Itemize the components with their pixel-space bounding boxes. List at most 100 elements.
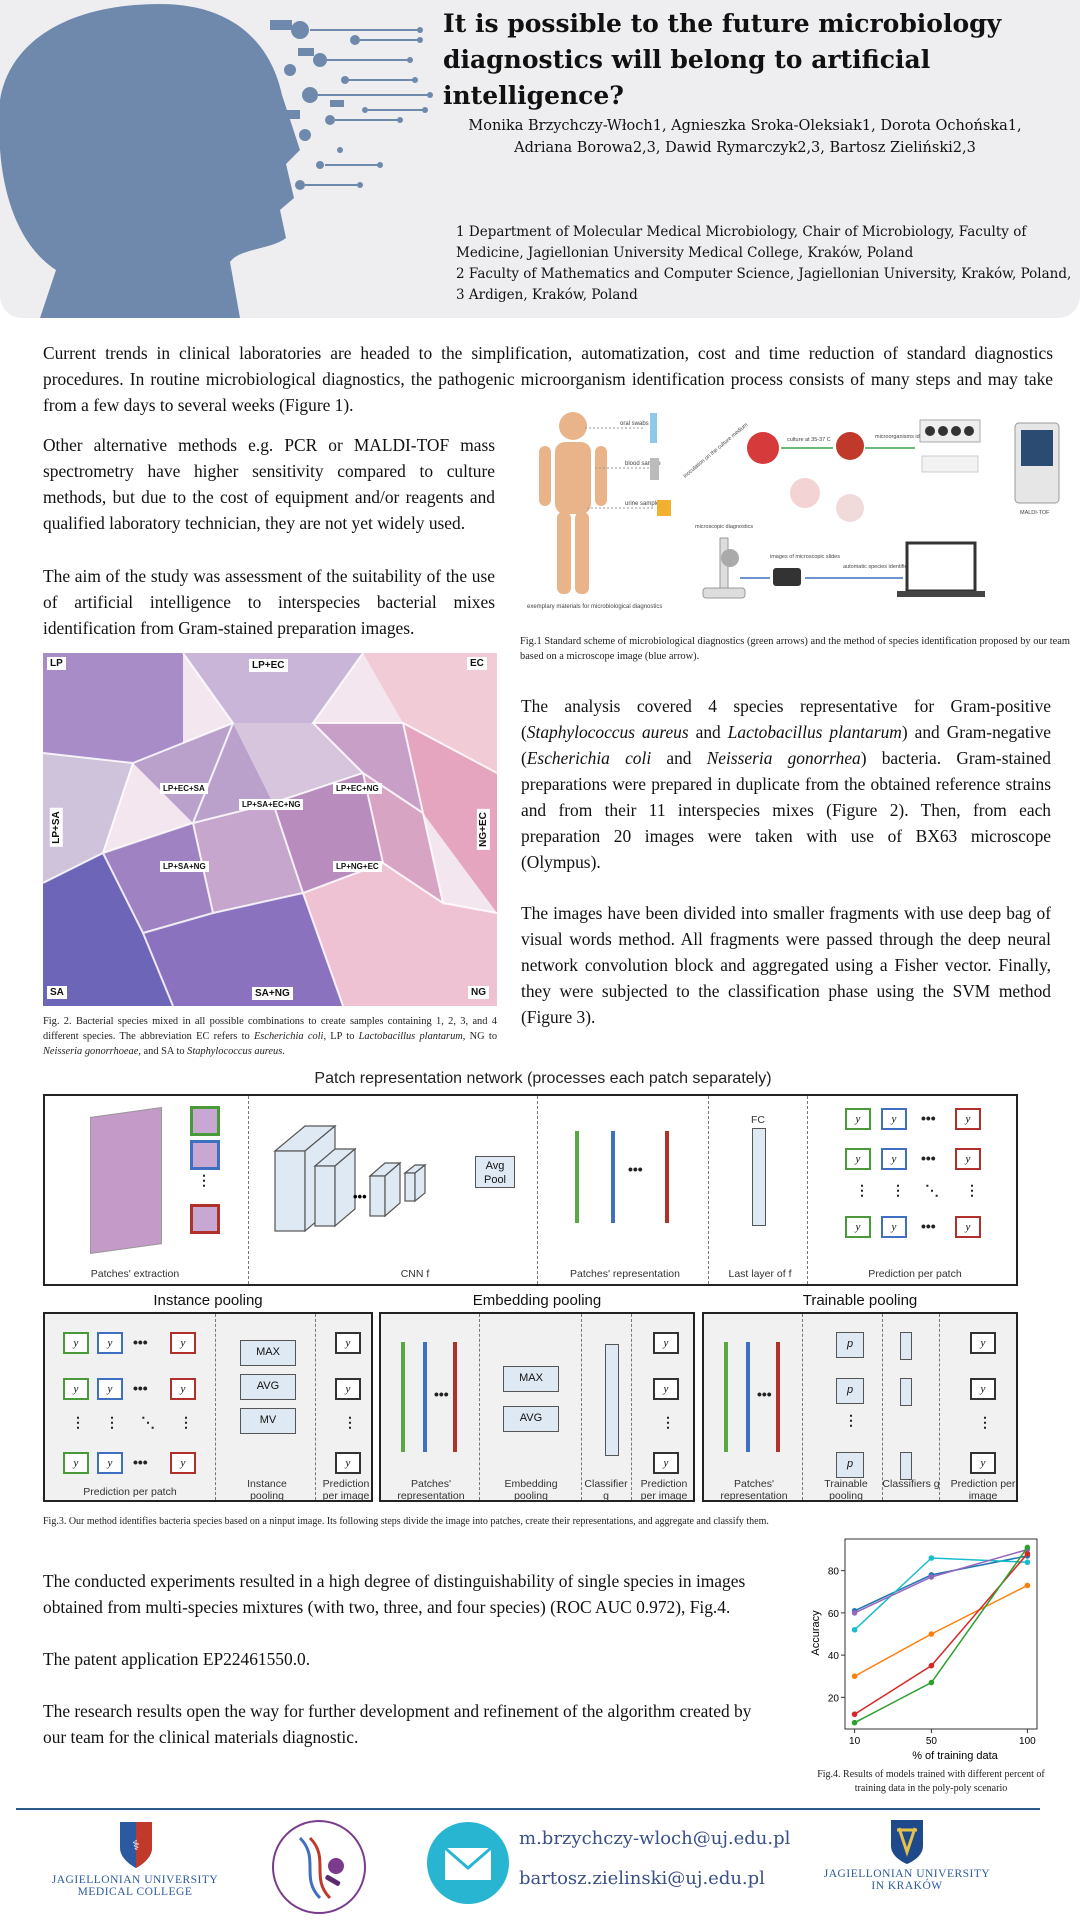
- aim-paragraph: The aim of the study was assessment of t…: [43, 566, 495, 638]
- chart-point-6-2: [928, 1679, 935, 1686]
- embedding-pooling-panel: ••• MAX AVG y y ⋮ y Patches' representat…: [379, 1312, 695, 1502]
- chart-point-6-3: [1024, 1544, 1031, 1551]
- label-prediction-per-patch: Prediction per patch: [868, 1268, 962, 1280]
- tile-label-ec: EC: [467, 657, 487, 670]
- patch-ellipsis: ⋮: [197, 1172, 211, 1188]
- avg-pool-block: Avg Pool: [475, 1156, 515, 1188]
- human-body-illustration: [539, 412, 607, 594]
- chart-point-5-1: [851, 1711, 858, 1718]
- label-cnn: CNN f: [400, 1268, 430, 1280]
- outlook-paragraph: The research results open the way for fu…: [43, 1701, 752, 1747]
- patch-green: [190, 1106, 220, 1136]
- medical-college-crest-icon: ⚕: [120, 1822, 152, 1868]
- email-link-2[interactable]: bartosz.zielinski@uj.edu.pl: [519, 1868, 765, 1889]
- figure-2-micrograph-mosaic: [43, 653, 497, 1006]
- fig1-label-micro-id: microorganisms identification: [875, 434, 946, 440]
- figure-2-caption: Fig. 2. Bacterial species mixed in all p…: [43, 1016, 498, 1057]
- tile-label-lp-ng-ec: LP+NG+EC: [333, 861, 382, 872]
- fig1-label-blood: blood sample: [625, 461, 661, 467]
- fig1-label-images: images of microscopic slides: [770, 554, 840, 560]
- chart-point-2-3: [1024, 1559, 1031, 1566]
- fig1-label-culture: culture at 35-37 C: [787, 437, 831, 443]
- tile-label-lp-ec: LP+EC: [249, 659, 288, 672]
- intro-paragraph: Current trends in clinical laboratories …: [43, 343, 1053, 415]
- email-link-1[interactable]: m.brzychczy-wloch@uj.edu.pl: [519, 1828, 791, 1849]
- patent-paragraph: The patent application EP22461550.0.: [43, 1649, 311, 1669]
- figure-2-tile-labels: LP LP+EC EC LP+EC+SA LP+SA+EC+NG LP+EC+N…: [43, 653, 497, 1006]
- rep-bar-green: [575, 1131, 579, 1223]
- chart-x-axis-label: % of training data: [912, 1750, 998, 1762]
- affiliation-3: 3 Ardigen, Kraków, Poland: [456, 287, 638, 303]
- method-paragraph: The images have been divided into smalle…: [521, 903, 1051, 1027]
- head-silhouette-illustration: [0, 4, 433, 318]
- envelope-icon: [444, 1846, 492, 1880]
- label-last-layer: Last layer of f: [728, 1268, 792, 1280]
- tile-label-lp-sa-ec-ng: LP+SA+EC+NG: [239, 799, 304, 810]
- label-prediction-per-patch-2: Prediction per patch: [83, 1486, 177, 1498]
- chart-point-4-2: [928, 1631, 935, 1637]
- tile-label-lp-sa-ng: LP+SA+NG: [160, 861, 209, 872]
- chart-point-5-3: [1024, 1550, 1031, 1557]
- chart-point-4-3: [1024, 1582, 1031, 1589]
- footer-divider: [16, 1808, 1040, 1810]
- chart-point-2-2: [928, 1555, 935, 1561]
- authors-line-1: Monika Brzychczy-Włoch1, Agnieszka Sroka…: [468, 118, 1022, 134]
- instance-op-avg: AVG: [240, 1374, 296, 1400]
- chart-x-tick-label: 100: [1019, 1736, 1036, 1747]
- chart-point-6-1: [851, 1719, 858, 1726]
- label-prediction-per-image: Prediction per image: [322, 1478, 370, 1502]
- trainable-pooling-panel: ••• p p ⋮ p y y ⋮ y Patches' representat…: [702, 1312, 1018, 1502]
- embedding-classifier: [605, 1344, 619, 1456]
- chart-x-tick-label: 10: [849, 1736, 861, 1747]
- figure-1-diagnostics-scheme: oral swabs blood sample urine sample exe…: [527, 412, 1060, 610]
- fig1-label-exemplary: exemplary materials for microbiological …: [527, 604, 662, 610]
- affiliation-2: 2 Faculty of Mathematics and Computer Sc…: [456, 266, 1072, 282]
- svg-text:⚕: ⚕: [132, 1838, 140, 1854]
- tile-label-lp-sa: LP+SA: [49, 808, 63, 847]
- patch-representation-panel: ⋮ Patches' extraction ••• Avg Pool CNN f…: [43, 1094, 1018, 1286]
- chart-plot-frame: [844, 1538, 1038, 1730]
- chart-y-tick-label: 80: [828, 1567, 840, 1578]
- email-circle: [427, 1822, 509, 1904]
- figure-3-caption: Fig.3. Our method identifies bacteria sp…: [43, 1516, 769, 1527]
- author-list: Monika Brzychczy-Włoch1, Agnieszka Sroka…: [440, 115, 1050, 159]
- section-embedding-pooling: Embedding pooling: [472, 1292, 602, 1309]
- affiliations: 1 Department of Molecular Medical Microb…: [456, 222, 1076, 306]
- figure-1-caption: Fig.1 Standard scheme of microbiological…: [520, 636, 1070, 662]
- rep-bar-red: [665, 1131, 669, 1223]
- patch-blue: [190, 1140, 220, 1170]
- chart-point-3-2: [928, 1574, 935, 1580]
- figure-4-caption: Fig.4. Results of models trained with di…: [817, 1769, 1045, 1794]
- results-paragraph: The conducted experiments resulted in a …: [43, 1571, 746, 1617]
- chart-point-3-1: [851, 1610, 858, 1616]
- fig1-label-auto: automatic species identification: [843, 564, 919, 570]
- tile-label-lp-ec-sa: LP+EC+SA: [160, 783, 208, 794]
- embedding-op-avg: AVG: [503, 1406, 559, 1432]
- fig1-label-urine: urine sample: [625, 501, 660, 507]
- label-instance-pooling: Instance pooling: [247, 1478, 287, 1502]
- chart-point-4-1: [851, 1673, 858, 1680]
- medical-college-logo-text: JAGIELLONIAN UNIVERSITY MEDICAL COLLEGE: [51, 1874, 219, 1898]
- cnn-blocks-illustration: •••: [273, 1124, 427, 1233]
- chart-y-tick-label: 20: [828, 1693, 840, 1704]
- embedding-op-max: MAX: [503, 1366, 559, 1392]
- fc-layer: [752, 1128, 766, 1226]
- chart-point-2-1: [851, 1626, 858, 1633]
- input-micrograph: [90, 1106, 162, 1255]
- instance-op-mv: MV: [240, 1408, 296, 1434]
- jagiellonian-logo-text: JAGIELLONIAN UNIVERSITY IN KRAKÓW: [823, 1868, 991, 1892]
- poster-title: It is possible to the future microbiolog…: [443, 9, 1002, 110]
- chart-y-tick-label: 60: [828, 1609, 840, 1620]
- department-seal-logo: [272, 1820, 366, 1914]
- chart-point-5-2: [928, 1662, 935, 1669]
- label-patches-extraction: Patches' extraction: [90, 1268, 180, 1280]
- jagiellonian-crest-icon: [891, 1820, 923, 1864]
- poster-header: [0, 0, 1080, 318]
- figure-3-title: Patch representation network (processes …: [314, 1070, 772, 1087]
- tile-label-ng: NG: [468, 986, 489, 999]
- affiliation-1: 1 Department of Molecular Medical Microb…: [456, 224, 1027, 261]
- fig1-label-maldi: MALDI-TOF: [1020, 510, 1050, 516]
- tile-label-lp: LP: [47, 657, 66, 670]
